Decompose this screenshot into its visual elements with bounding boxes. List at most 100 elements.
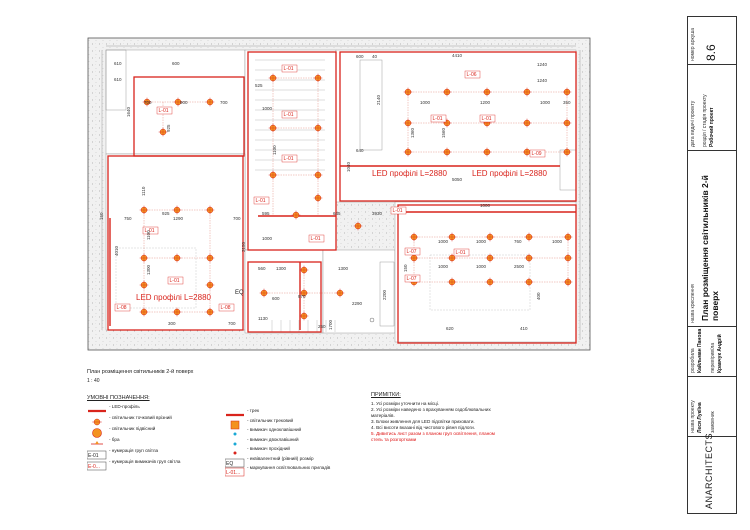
dimension-label: 1640 — [126, 106, 131, 117]
switch-group-icon-tag: E-0... — [88, 464, 100, 470]
bed-outline — [115, 247, 197, 309]
room-floor — [105, 153, 246, 331]
group-tag: L-01 — [284, 156, 294, 162]
led-profile-label: LED профілі L=2880 — [472, 169, 548, 178]
legend-label: - світильник трековий — [247, 417, 294, 423]
legend-label: - вимикач прохідний — [247, 446, 290, 451]
dimension-label: 595 — [262, 211, 270, 216]
company-logo: ANARCHITECTS — [704, 432, 714, 509]
group-tag-box — [281, 154, 298, 163]
pass-switch-icon — [225, 445, 245, 455]
dimension-label: 1110 — [141, 186, 146, 196]
dimension-label: 525 — [255, 83, 263, 88]
group-tag: L-01 — [433, 116, 443, 122]
dimension-label: 925 — [166, 124, 171, 132]
group-tag: L-01 — [159, 108, 169, 114]
lighting-group-outline — [339, 51, 577, 202]
legend-label: - нумерація груп світла — [109, 448, 159, 453]
switch-group-icon-shape — [86, 461, 107, 471]
project-label: назва проекту — [690, 400, 696, 433]
lighting-group-outline — [247, 51, 337, 251]
dimension-label: 5050 — [452, 177, 463, 182]
room-floor — [335, 49, 577, 203]
dimension-label: 610 — [114, 77, 122, 82]
eq-icon-tag: EQ — [226, 461, 233, 467]
group-tag-box — [114, 303, 131, 312]
eq-icon: EQ — [224, 455, 245, 467]
dimension-label: 1000 — [420, 100, 431, 105]
dimension-label: 600 — [272, 296, 280, 301]
tb-people-cell: розробила Кайльман Панова перевірив/ла К… — [688, 327, 736, 377]
group-tag: L-01 — [482, 116, 492, 122]
group-tag-box — [308, 234, 325, 243]
dimension-label: 1300 — [276, 266, 287, 271]
dimension-label: 1100 — [146, 230, 151, 240]
room-floor — [244, 249, 324, 334]
section-label: розділ / стадія проекту — [702, 94, 708, 147]
dimension-label: 1130 — [258, 316, 268, 321]
track-light-icon — [225, 417, 245, 429]
dimension-label: 620 — [446, 326, 454, 331]
legend-title: УМОВНІ ПОЗНАЧЕННЯ: — [87, 395, 150, 401]
lighting-group-outline — [397, 204, 577, 344]
dimension-label: 900 — [180, 100, 188, 105]
group-tag: L-07 — [407, 249, 417, 255]
group-tag: L-06 — [467, 72, 477, 78]
group-tag-box — [281, 110, 298, 119]
dimension-label: 3150 — [241, 241, 246, 252]
group-tag-box — [167, 276, 184, 285]
legend-label: - вимикач одноклавішний — [247, 427, 302, 432]
group-tag: L-01 — [256, 198, 266, 204]
checker-label: перевірив/ла — [710, 342, 716, 373]
dimension-label: 645 — [333, 211, 341, 216]
switch-group-icon: E-0... — [86, 458, 107, 471]
dimension-label: 1000 — [476, 264, 487, 269]
sheet-number: 8.6 — [704, 44, 718, 61]
dimension-label: 4410 — [452, 53, 463, 58]
dimension-label: 700 — [233, 216, 241, 221]
dimension-label: 700 — [220, 100, 228, 105]
wardrobe-outline — [359, 59, 383, 151]
note-3: 3. Блоки живлення для LED підсвітки прих… — [371, 419, 475, 424]
drawing-name-label: назва креслення — [690, 284, 696, 323]
plan-scale: 1 : 40 — [87, 378, 100, 384]
group-number-icon: E-01 — [86, 447, 107, 460]
group-tag-box — [430, 114, 447, 123]
tb-sheet-cell: номер аркуша 8.6 — [688, 17, 736, 65]
room-floor — [322, 249, 396, 334]
dimension-label: 700 — [228, 321, 236, 326]
section-value: Робочий проект — [709, 107, 715, 147]
group-number-icon-tag: E-01 — [88, 453, 99, 459]
dimension-label: 1700 — [328, 319, 333, 330]
spot-light-icon — [87, 414, 107, 426]
tb-project-cell: назва проекту Леся Лукіїна замовник — [688, 377, 736, 437]
developer-name: Кайльман Панова — [697, 328, 703, 373]
group-tag-box — [404, 247, 421, 256]
notes-title: ПРИМІТКИ: — [371, 392, 401, 398]
tb-section-cell: дата видачі проекту розділ / стадія прое… — [688, 65, 736, 151]
dimension-label: 760 — [514, 239, 522, 244]
group-tag: L-09 — [532, 151, 542, 157]
dimension-label: 560 — [258, 266, 266, 271]
dimension-label: 1000 — [540, 100, 551, 105]
led-profile-label: LED профілі L=2880 — [136, 293, 212, 302]
group-tag: L-01 — [393, 208, 403, 214]
drawing-name: План розміщення світильників 2-й поверх — [700, 175, 720, 321]
note-5: 5. Дивитись лист разом з планом груп осв… — [371, 431, 495, 442]
dimension-label: 150 — [99, 212, 104, 220]
pendant-light-icon-shape — [92, 428, 102, 438]
marking-icon: L-01... — [224, 464, 245, 477]
dimension-label: 700 — [144, 100, 152, 105]
double-switch-icon — [225, 436, 245, 446]
group-tag-box — [453, 248, 470, 257]
dimension-label: 1240 — [537, 62, 548, 67]
dimension-label: 250 — [318, 324, 326, 329]
plan-title: План розміщення світильників 2-й поверх — [87, 369, 194, 375]
drain-icon — [369, 317, 375, 323]
dimension-label: 4010 — [114, 245, 119, 256]
dimension-label: 1000 — [476, 239, 487, 244]
tb-logo-cell: ANARCHITECTS — [688, 433, 736, 513]
double-switch-icon-shape — [233, 442, 237, 445]
